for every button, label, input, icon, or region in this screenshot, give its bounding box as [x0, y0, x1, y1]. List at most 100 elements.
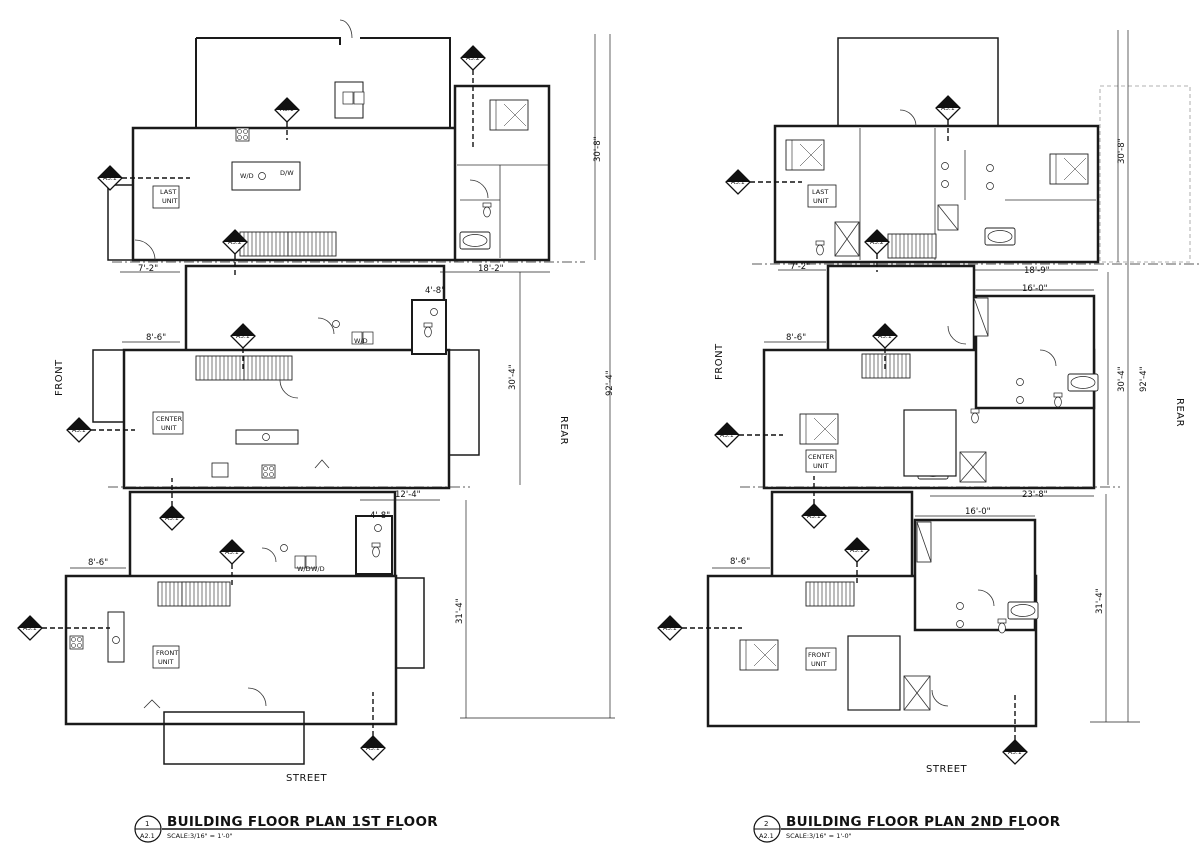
drawing-number-2: 2: [764, 820, 768, 828]
tag-letter-2f-7: C: [855, 539, 859, 546]
tag-letter-5: C: [241, 325, 245, 332]
unit-label-front-1: FRONT: [156, 649, 178, 657]
unit-label-center-2f-2: UNIT: [813, 462, 829, 470]
center-unit-2f: [762, 264, 1099, 490]
dim-2f-10: 30'-8": [1117, 138, 1127, 164]
title-block-2: 2 A2.1 BUILDING FLOOR PLAN 2ND FLOOR SCA…: [753, 814, 1061, 843]
dim-1f-6: 12'-4": [395, 490, 421, 500]
tag-sheet-2f-7: A3.1: [850, 547, 864, 554]
tag-letter-2f-1: B: [736, 171, 740, 178]
dim-1f-3: 4'-8": [425, 286, 445, 296]
section-tag-e-2f: [864, 229, 890, 272]
dim-1f-5: 30'-4": [508, 364, 518, 390]
dim-1f-8: 8'-6": [88, 558, 108, 568]
tag-sheet-2f-5: A3.1: [720, 432, 734, 439]
drawing-title-1: BUILDING FLOOR PLAN 1ST FLOOR: [167, 814, 438, 830]
section-tag-b-1f-center: [66, 417, 135, 443]
dim-2f-5: 30'-4": [1117, 366, 1127, 392]
unit-label-last-2f-2: UNIT: [813, 197, 829, 205]
roof-outline: [837, 37, 999, 127]
tag-sheet-8: A3.1: [225, 549, 239, 556]
dim-2f-3: 16'-0": [1022, 284, 1048, 294]
unit-label-front-2: UNIT: [158, 658, 174, 666]
section-tag-b-1f-last: [97, 165, 190, 191]
tag-letter-2f-8: B: [668, 617, 672, 624]
dim-2f-11: 92'-4": [1139, 366, 1149, 392]
door-swing: [339, 19, 353, 39]
center-unit-1f: [92, 264, 480, 490]
appliance-label-4: W/D: [297, 565, 311, 573]
dim-2f-4: 8'-6": [786, 333, 806, 343]
street-label-2f: STREET: [926, 764, 968, 775]
section-tag-c-1f-center: [230, 323, 256, 370]
section-tag-d-2f: [801, 476, 827, 529]
floor-plan-1st-floor: LAST UNIT CENTER UNIT FRONT UNIT W/D D/W…: [17, 19, 615, 843]
drawing-sheet-2: A2.1: [759, 832, 774, 840]
tag-sheet-5: A3.1: [236, 333, 250, 340]
section-tag-c-2f-last: [935, 95, 961, 144]
dim-1f-9: 31'-4": [455, 598, 465, 624]
dim-2f-7: 16'-0": [965, 507, 991, 517]
dim-1f-1: 7'-2": [138, 264, 158, 274]
tag-letter-2f-9: A: [1013, 741, 1018, 748]
tag-letter-6: B: [77, 419, 81, 426]
front-label-2f: FRONT: [714, 343, 725, 380]
front-unit-2f: [706, 490, 1039, 728]
tag-letter-2f-2: C: [946, 97, 950, 104]
tag-letter-3: F: [471, 47, 475, 54]
tag-sheet-2f-9: A3.1: [1008, 749, 1022, 756]
appliance-label-2: D/W: [280, 169, 294, 177]
tag-letter-2f-5: D: [725, 424, 730, 431]
tag-sheet-2: A3.1: [103, 175, 117, 182]
section-tag-b-1f-front: [17, 615, 110, 641]
tag-sheet-2f-6: A3.1: [807, 513, 821, 520]
title-block-1: 1 A2.1 BUILDING FLOOR PLAN 1ST FLOOR SCA…: [134, 814, 438, 843]
dim-2f-6: 23'-8": [1022, 490, 1048, 500]
front-label-1f: FRONT: [54, 359, 65, 396]
drawing-number-1: 1: [145, 820, 149, 828]
dim-1f-10: 30'-8": [593, 136, 603, 162]
dim-2f-9: 31'-4": [1095, 588, 1105, 614]
section-tag-c-2f-front: [844, 537, 870, 586]
tag-letter-4: E: [233, 231, 237, 238]
rear-label-2f: REAR: [1174, 398, 1185, 427]
drawing-scale-1: SCALE:3/16" = 1'-0": [167, 832, 233, 840]
section-tag-c-2f-center: [872, 323, 898, 370]
section-tag-f-1f: [460, 45, 486, 148]
front-unit-1f: [64, 490, 425, 765]
section-tag-e-1f: [222, 229, 248, 276]
last-unit-1f: [107, 81, 551, 262]
unit-label-last-2: UNIT: [162, 197, 178, 205]
tag-sheet-10: A3.1: [366, 745, 380, 752]
section-tag-b-2f-front: [657, 615, 742, 641]
tag-sheet-2f-1: A3.1: [731, 179, 745, 186]
section-tag-c-1f-front: [219, 539, 245, 588]
drawing-sheet-1: A2.1: [140, 832, 155, 840]
tag-letter-2f-3: E: [875, 231, 879, 238]
tag-sheet-2f-3: A3.2: [870, 239, 884, 246]
tag-letter-7: D: [170, 507, 175, 514]
dashed-outline: [1099, 85, 1191, 263]
street-label-1f: STREET: [286, 773, 328, 784]
rear-label-1f: REAR: [558, 416, 569, 445]
tag-letter-8: C: [230, 541, 234, 548]
dim-1f-4: 8'-6": [146, 333, 166, 343]
unit-label-front-2f-1: FRONT: [808, 651, 830, 659]
tag-sheet-4: A3.2: [228, 239, 242, 246]
dim-2f-1: 7'-2": [790, 262, 810, 272]
tag-sheet-6: A3.1: [72, 427, 86, 434]
tag-letter-2f-6: D: [812, 505, 817, 512]
drawing-title-2: BUILDING FLOOR PLAN 2ND FLOOR: [786, 814, 1061, 830]
section-tag-a-2f: [1002, 694, 1028, 765]
dim-1f-11: 92'-4": [605, 370, 615, 396]
unit-label-last-2f-1: LAST: [812, 188, 828, 196]
appliance-label-3: W/D: [354, 337, 368, 345]
section-tag-d-2f-center: [714, 422, 783, 448]
tag-letter-2: B: [108, 167, 112, 174]
section-tag-c-1f-last: [274, 97, 300, 140]
appliance-label-1: W/D: [240, 172, 254, 180]
tag-letter-2f-4: C: [883, 325, 887, 332]
unit-label-center-1: CENTER: [156, 415, 183, 423]
section-tag-a-1f: [360, 692, 386, 761]
